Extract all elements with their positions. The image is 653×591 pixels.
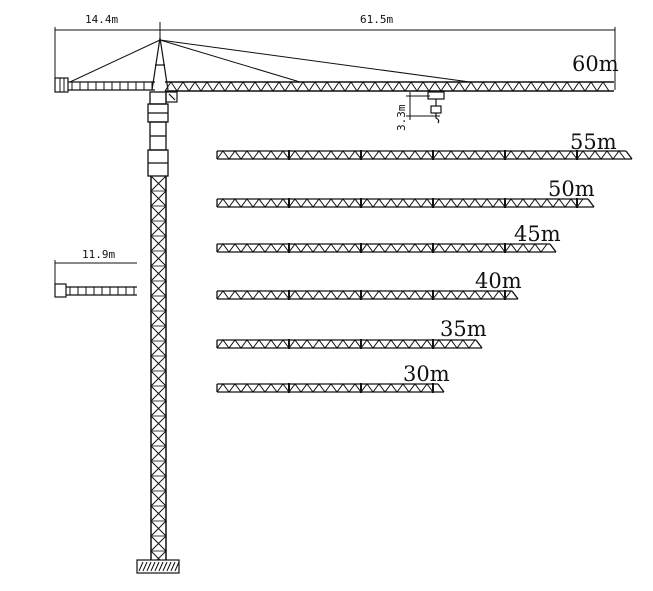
short-counter-jib-length: 11.9m bbox=[82, 248, 115, 261]
short-counter-jib bbox=[54, 283, 137, 298]
main-jib-length: 61.5m bbox=[360, 13, 393, 26]
jib-label-35: 35m bbox=[440, 317, 487, 341]
jib-section-4 bbox=[216, 290, 519, 300]
top-dimension bbox=[54, 22, 616, 90]
main-jib bbox=[159, 39, 614, 92]
counter-jib bbox=[54, 39, 161, 93]
jib-label-50: 50m bbox=[548, 177, 595, 201]
hook-height-dimension bbox=[406, 92, 440, 120]
slewing-unit bbox=[147, 91, 169, 177]
jib-section-3 bbox=[216, 243, 557, 253]
alternate-jibs bbox=[216, 150, 633, 393]
tower-mast bbox=[150, 175, 167, 567]
jib-label-30: 30m bbox=[403, 362, 450, 386]
jib-label-40: 40m bbox=[475, 269, 522, 293]
jib-section-2 bbox=[216, 198, 595, 208]
jib-section-6 bbox=[216, 383, 445, 393]
hook-height-label: 3.3m bbox=[395, 104, 408, 131]
jib-label-45: 45m bbox=[514, 222, 561, 246]
counter-jib-length: 14.4m bbox=[85, 13, 118, 26]
jib-section-5 bbox=[216, 339, 483, 349]
counterweight bbox=[54, 77, 69, 93]
jib-label-60: 60m bbox=[572, 52, 619, 76]
operator-cab bbox=[165, 91, 178, 103]
jib-section-1 bbox=[216, 150, 633, 160]
trolley-hook bbox=[427, 91, 445, 124]
foundation bbox=[136, 559, 180, 574]
